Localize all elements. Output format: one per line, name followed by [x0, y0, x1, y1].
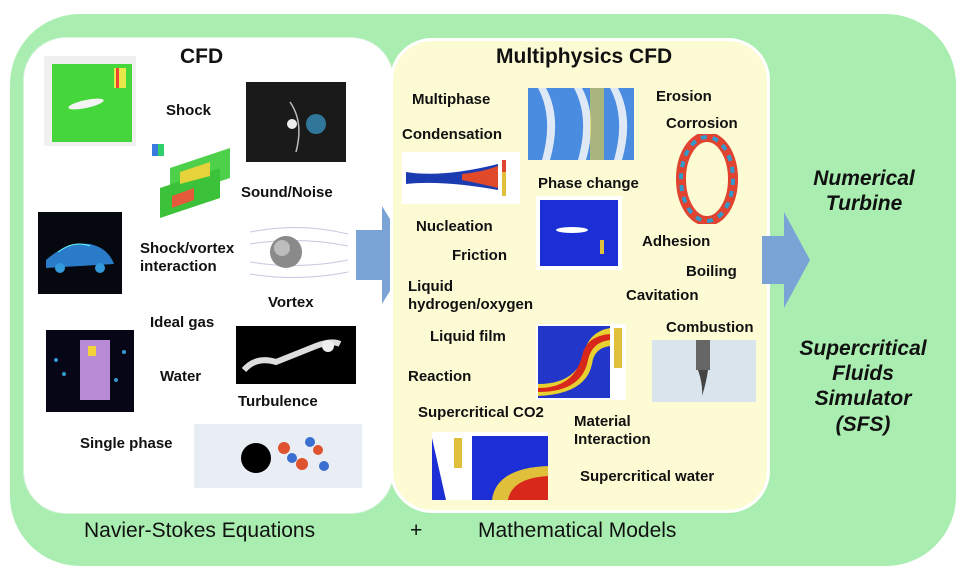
- car-flow-image: [38, 212, 122, 294]
- sfs-label: Supercritical Fluids Simulator (SFS): [799, 337, 927, 436]
- arrow-right-1: [356, 206, 412, 304]
- label-adhesion: Adhesion: [642, 233, 711, 250]
- label-nucleation: Nucleation: [416, 218, 493, 235]
- label-water: Water: [160, 368, 202, 385]
- label-condensation: Condensation: [402, 126, 502, 143]
- label-friction: Friction: [452, 247, 507, 264]
- label-material-interaction: Material Interaction: [574, 413, 651, 448]
- turbulence-image: [236, 326, 356, 384]
- label-corrosion: Corrosion: [666, 115, 738, 132]
- label-supercritical-water: Supercritical water: [580, 468, 715, 485]
- cfd-title: CFD: [180, 45, 224, 68]
- label-phase-change: Phase change: [538, 175, 639, 192]
- label-single-phase: Single phase: [80, 435, 173, 452]
- label-boiling: Boiling: [686, 263, 737, 280]
- multiphysics-title: Multiphysics CFD: [496, 45, 673, 68]
- airfoil-shock-image: [44, 56, 136, 146]
- combustion-image: [652, 340, 756, 402]
- supercritical-co2-image: [432, 432, 548, 500]
- cylinder-flow-image: [250, 222, 348, 284]
- phase-change-image: [536, 196, 622, 270]
- label-liquid-h2o2: Liquid hydrogen/oxygen: [408, 278, 534, 313]
- label-shock: Shock: [166, 102, 212, 119]
- label-supercritical-co2: Supercritical CO2: [418, 404, 544, 421]
- label-multiphase: Multiphase: [412, 91, 491, 108]
- label-erosion: Erosion: [656, 88, 712, 105]
- label-combustion: Combustion: [666, 319, 754, 336]
- corrosion-ring-image: [676, 134, 738, 224]
- label-reaction: Reaction: [408, 368, 472, 385]
- building-flow-image: [46, 330, 134, 412]
- label-cavitation: Cavitation: [626, 287, 699, 304]
- label-sound-noise: Sound/Noise: [241, 184, 333, 201]
- navier-stokes-label: Navier-Stokes Equations: [84, 519, 316, 542]
- arrow-right-2: [762, 212, 810, 308]
- vortex-shedding-image: [194, 424, 362, 488]
- label-ideal-gas: Ideal gas: [150, 314, 215, 331]
- nozzle-condensation-image: [402, 152, 520, 204]
- math-models-label: Mathematical Models: [478, 519, 677, 542]
- plus-sign: +: [410, 519, 423, 542]
- liquid-film-image: [536, 324, 626, 400]
- numerical-turbine-label: Numerical Turbine: [813, 167, 915, 216]
- label-vortex: Vortex: [268, 294, 314, 311]
- turbine-blades-image: [528, 88, 634, 160]
- label-turbulence: Turbulence: [238, 393, 318, 410]
- sound-noise-image: [246, 82, 346, 162]
- label-shock-vortex: Shock/vortex interaction: [140, 240, 235, 275]
- label-liquid-film: Liquid film: [430, 328, 506, 345]
- shock-wedge-image: [150, 138, 232, 228]
